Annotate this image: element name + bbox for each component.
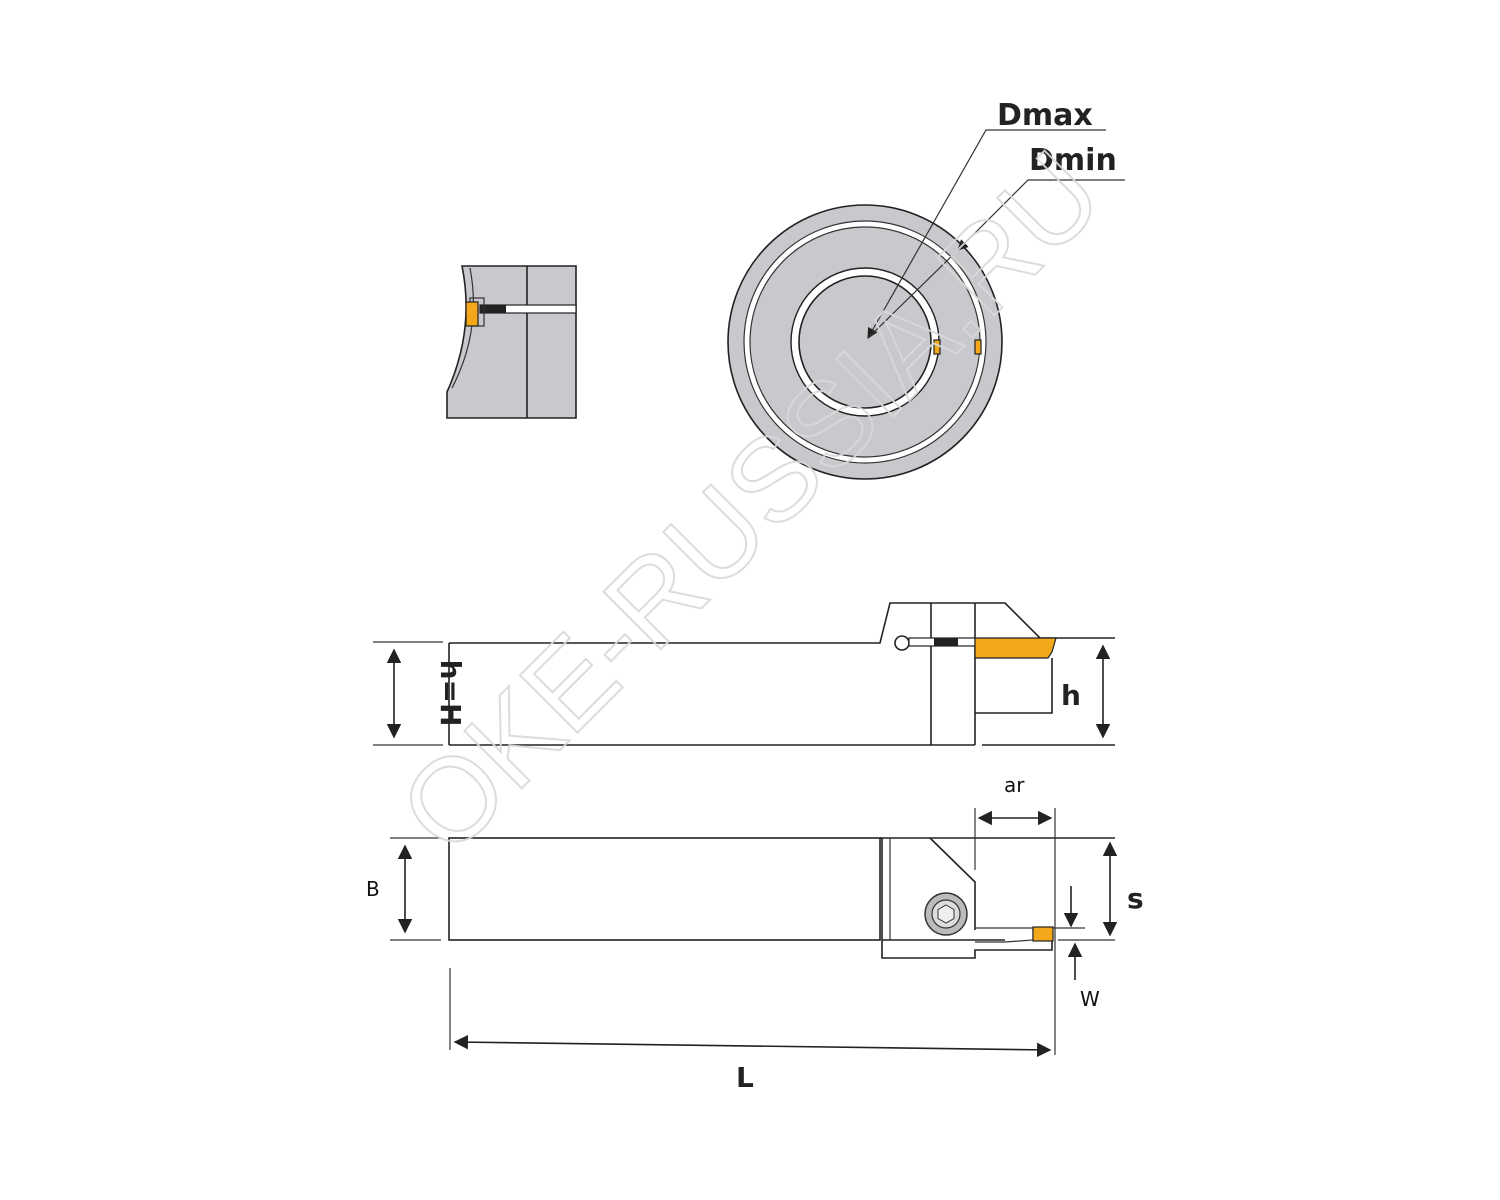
h-equals-H-label: h=H [434,660,467,727]
L-label: L [736,1061,754,1094]
watermark: OKE-RUSSIA.RU [375,127,1127,879]
circular-view: Dmax Dmin [727,98,1125,480]
ar-label: ar [1004,773,1025,797]
W-label: W [1080,987,1100,1011]
top-view: ar B s W L [366,773,1144,1094]
side-view: h=H h [373,602,1115,746]
end-view [446,265,577,419]
dmax-label: Dmax [997,98,1093,133]
h-label: h [1061,679,1081,712]
B-label: B [366,877,380,901]
dmin-label: Dmin [1029,143,1117,178]
s-label: s [1127,882,1144,915]
